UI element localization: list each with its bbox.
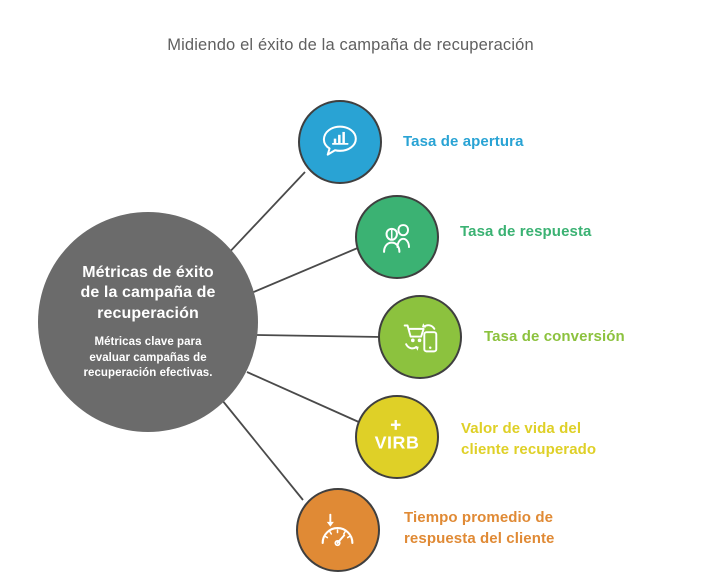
hub-title-line: recuperación bbox=[97, 304, 199, 322]
node-label-line: respuesta del cliente bbox=[404, 529, 555, 547]
hub-subtitle-line: recuperación efectivas. bbox=[83, 366, 213, 379]
hub-subtitle: Métricas clave para evaluar campañas de … bbox=[84, 335, 213, 381]
speedometer-down-arrow-icon bbox=[321, 513, 354, 547]
connector-line-5 bbox=[221, 399, 304, 501]
hub-subtitle-line: Métricas clave para bbox=[94, 336, 202, 349]
node-label-tasa-de-respuesta: Tasa de respuesta bbox=[460, 222, 592, 243]
connector-line-1 bbox=[223, 171, 306, 259]
node-label-line: Tasa de conversión bbox=[484, 328, 625, 345]
node-tasa-de-conversion[interactable] bbox=[378, 295, 462, 379]
node-label-tiempo-promedio-de-respuesta-del-cliente: Tiempo promedio de respuesta del cliente bbox=[404, 508, 555, 549]
connector-line-3 bbox=[256, 334, 383, 338]
node-label-valor-de-vida-del-cliente-recuperado: Valor de vida del cliente recuperado bbox=[461, 419, 596, 460]
virb-wordmark-icon: VIRB bbox=[375, 420, 420, 453]
virb-wordmark-text: VIRB bbox=[375, 433, 420, 453]
node-tasa-de-respuesta[interactable] bbox=[355, 195, 439, 279]
hub-subtitle-line: evaluar campañas de bbox=[89, 351, 207, 364]
hub-title-line: de la campaña de bbox=[80, 284, 216, 302]
node-label-tasa-de-conversion: Tasa de conversión bbox=[484, 327, 625, 348]
node-label-line: Tasa de apertura bbox=[403, 133, 524, 150]
connector-line-4 bbox=[246, 371, 362, 424]
node-tiempo-promedio-de-respuesta-del-cliente[interactable] bbox=[296, 488, 380, 572]
hub-circle[interactable]: Métricas de éxito de la campaña de recup… bbox=[38, 212, 258, 432]
two-people-icon bbox=[383, 224, 410, 253]
node-label-line: Tiempo promedio de bbox=[404, 509, 554, 526]
node-label-tasa-de-apertura: Tasa de apertura bbox=[403, 132, 524, 153]
hub-title-line: Métricas de éxito bbox=[82, 263, 214, 281]
node-valor-de-vida-del-cliente-recuperado[interactable]: VIRB bbox=[355, 395, 439, 479]
cart-mobile-conversion-icon bbox=[403, 323, 438, 353]
page-title: Midiendo el éxito de la campaña de recup… bbox=[167, 36, 534, 54]
chat-bar-chart-icon bbox=[322, 125, 357, 156]
node-label-line: Tasa de respuesta bbox=[460, 223, 592, 240]
node-tasa-de-apertura[interactable] bbox=[298, 100, 382, 184]
hub-title: Métricas de éxito de la campaña de recup… bbox=[81, 263, 216, 324]
connector-line-2 bbox=[248, 246, 361, 295]
node-label-line: Valor de vida del bbox=[461, 420, 582, 437]
node-label-line: cliente recuperado bbox=[461, 440, 597, 458]
